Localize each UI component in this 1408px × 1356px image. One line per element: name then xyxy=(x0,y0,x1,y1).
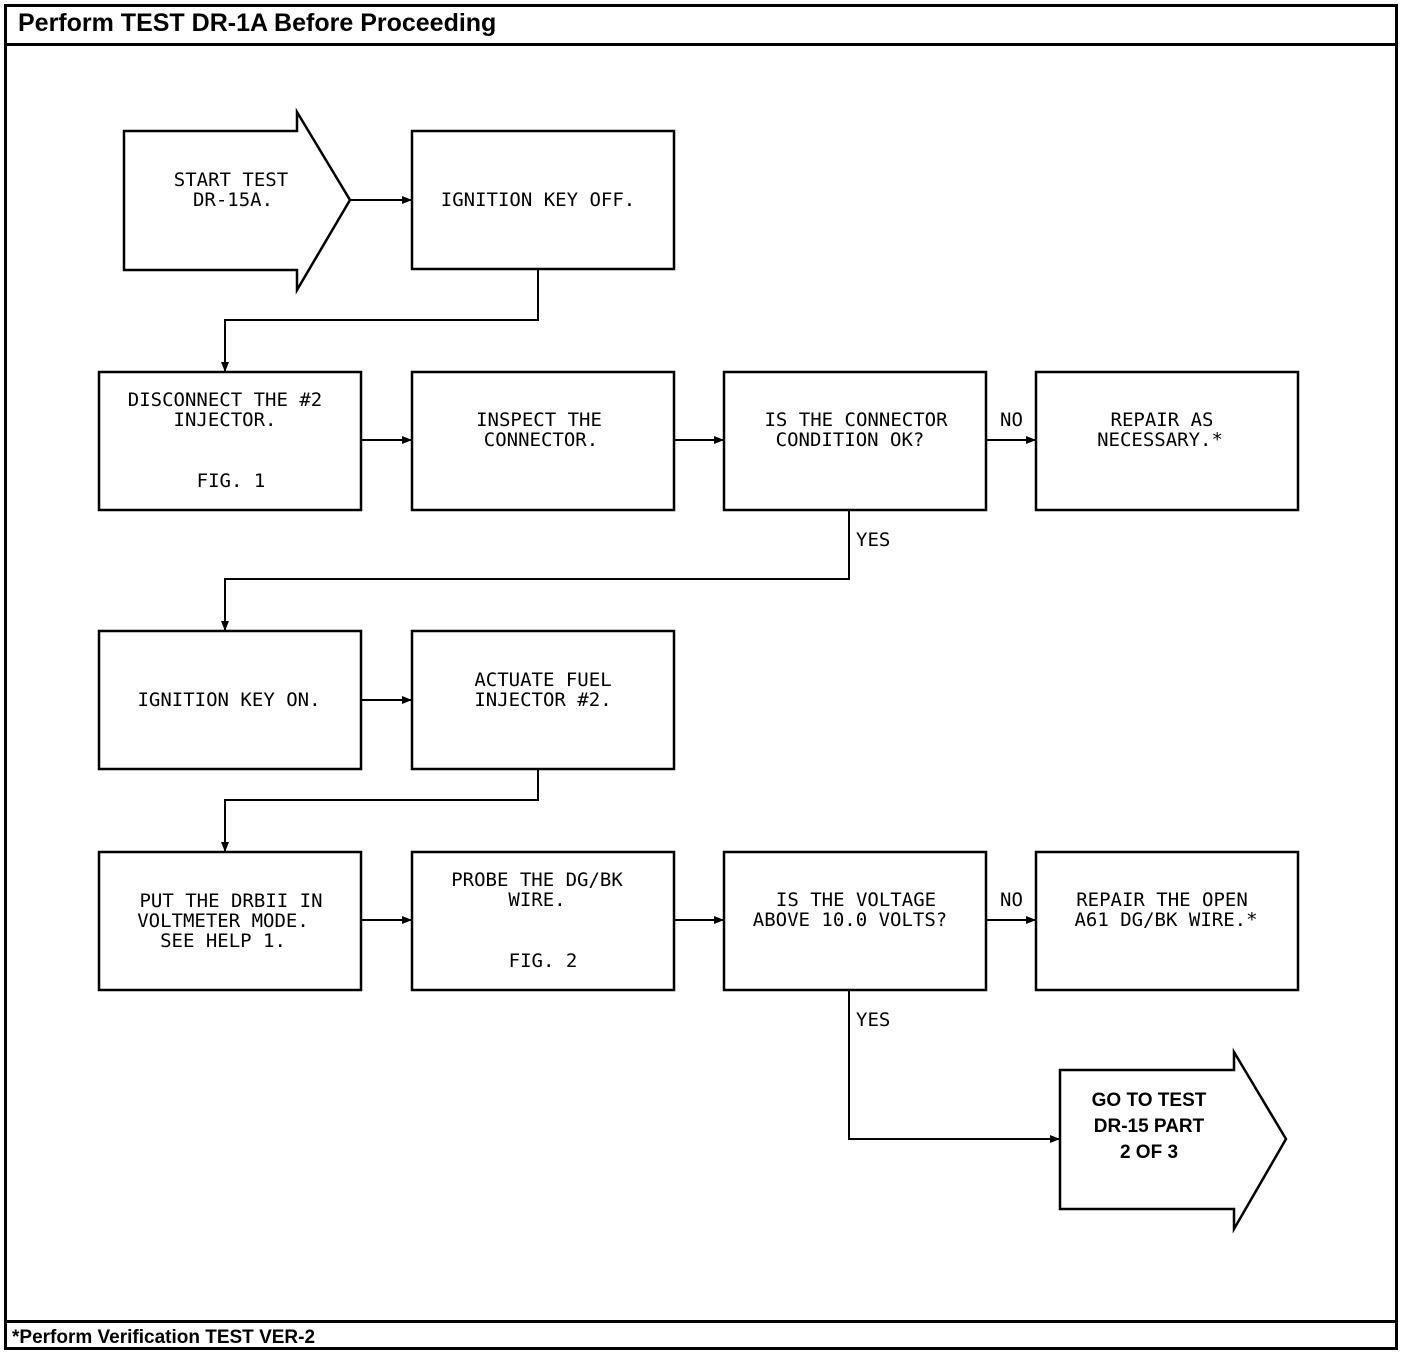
drbii-line-1: PUT THE DRBII IN xyxy=(139,890,322,912)
actuate-line-1: ACTUATE FUEL xyxy=(474,669,611,691)
goto-line-3: 2 OF 3 xyxy=(1120,1142,1178,1163)
probe-wire-node: PROBE THE DG/BK WIRE. FIG. 2 xyxy=(410,850,676,992)
inspect-line-1: INSPECT THE xyxy=(476,409,602,431)
probe-line-2: WIRE. xyxy=(508,889,565,911)
drbii-line-3: SEE HELP 1. xyxy=(160,930,286,952)
connector-condition-question: IS THE CONNECTOR CONDITION OK? xyxy=(722,370,988,512)
yes-label-2: YES xyxy=(856,1009,890,1031)
verification-note: *Perform Verification TEST VER-2 xyxy=(12,1327,316,1348)
fig-2-label: FIG. 2 xyxy=(509,950,578,972)
q-connector-line-2: CONDITION OK? xyxy=(776,429,925,451)
disconnect-line-2: INJECTOR. xyxy=(174,409,277,431)
voltage-question: IS THE VOLTAGE ABOVE 10.0 VOLTS? xyxy=(722,850,988,992)
no-label-1: NO xyxy=(1000,409,1023,431)
goto-line-2: DR-15 PART xyxy=(1094,1116,1205,1137)
start-node: START TEST DR-15A. xyxy=(122,107,352,295)
yes-label-1: YES xyxy=(856,529,890,551)
page-title: Perform TEST DR-1A Before Proceeding xyxy=(18,9,497,37)
fig-1-label: FIG. 1 xyxy=(197,470,266,492)
connector-question-yes-to-keyon xyxy=(221,511,850,631)
start-line-2: DR-15A. xyxy=(193,189,273,211)
repair1-line-1: REPAIR AS xyxy=(1111,409,1214,431)
inspect-connector-node: INSPECT THE CONNECTOR. xyxy=(410,370,676,512)
repair2-line-1: REPAIR THE OPEN xyxy=(1076,889,1248,911)
actuate-line-2: INJECTOR #2. xyxy=(474,689,611,711)
repair1-line-2: NECESSARY.* xyxy=(1097,429,1223,451)
drbii-line-2: VOLTMETER MODE. xyxy=(137,910,309,932)
connectors xyxy=(221,196,1060,1143)
q-voltage-line-2: ABOVE 10.0 VOLTS? xyxy=(753,909,947,931)
connector-voltage-yes-to-goto xyxy=(848,991,1060,1143)
start-line-1: START TEST xyxy=(174,169,288,191)
repair2-line-2: A61 DG/BK WIRE.* xyxy=(1074,909,1257,931)
no-label-2: NO xyxy=(1000,889,1023,911)
repair-open-wire-node: REPAIR THE OPEN A61 DG/BK WIRE.* xyxy=(1034,850,1300,992)
inspect-line-2: CONNECTOR. xyxy=(484,429,598,451)
disconnect-injector-node: DISCONNECT THE #2 INJECTOR. FIG. 1 xyxy=(97,370,363,512)
diagram-frame xyxy=(4,4,1398,1350)
repair-as-necessary-node: REPAIR AS NECESSARY.* xyxy=(1034,370,1300,512)
actuate-injector-node: ACTUATE FUEL INJECTOR #2. xyxy=(410,629,676,771)
q-voltage-line-1: IS THE VOLTAGE xyxy=(776,889,936,911)
ignition-key-off-node: IGNITION KEY OFF. xyxy=(410,129,676,271)
q-connector-line-1: IS THE CONNECTOR xyxy=(764,409,948,431)
header-bar: Perform TEST DR-1A Before Proceeding xyxy=(4,4,1398,46)
connector-keyoff-to-disconnect xyxy=(221,270,539,372)
ignition-key-on-text: IGNITION KEY ON. xyxy=(137,689,320,711)
ignition-key-on-node: IGNITION KEY ON. xyxy=(97,629,363,771)
disconnect-line-1: DISCONNECT THE #2 xyxy=(128,389,322,411)
goto-line-1: GO TO TEST xyxy=(1092,1090,1207,1111)
footer-bar: *Perform Verification TEST VER-2 xyxy=(4,1320,1398,1350)
probe-line-1: PROBE THE DG/BK xyxy=(451,869,623,891)
ignition-key-off-text: IGNITION KEY OFF. xyxy=(441,189,635,211)
drbii-voltmeter-node: PUT THE DRBII IN VOLTMETER MODE. SEE HEL… xyxy=(97,850,363,992)
goto-test-node: GO TO TEST DR-15 PART 2 OF 3 xyxy=(1058,1047,1288,1234)
connector-actuate-to-drbii xyxy=(221,770,539,852)
